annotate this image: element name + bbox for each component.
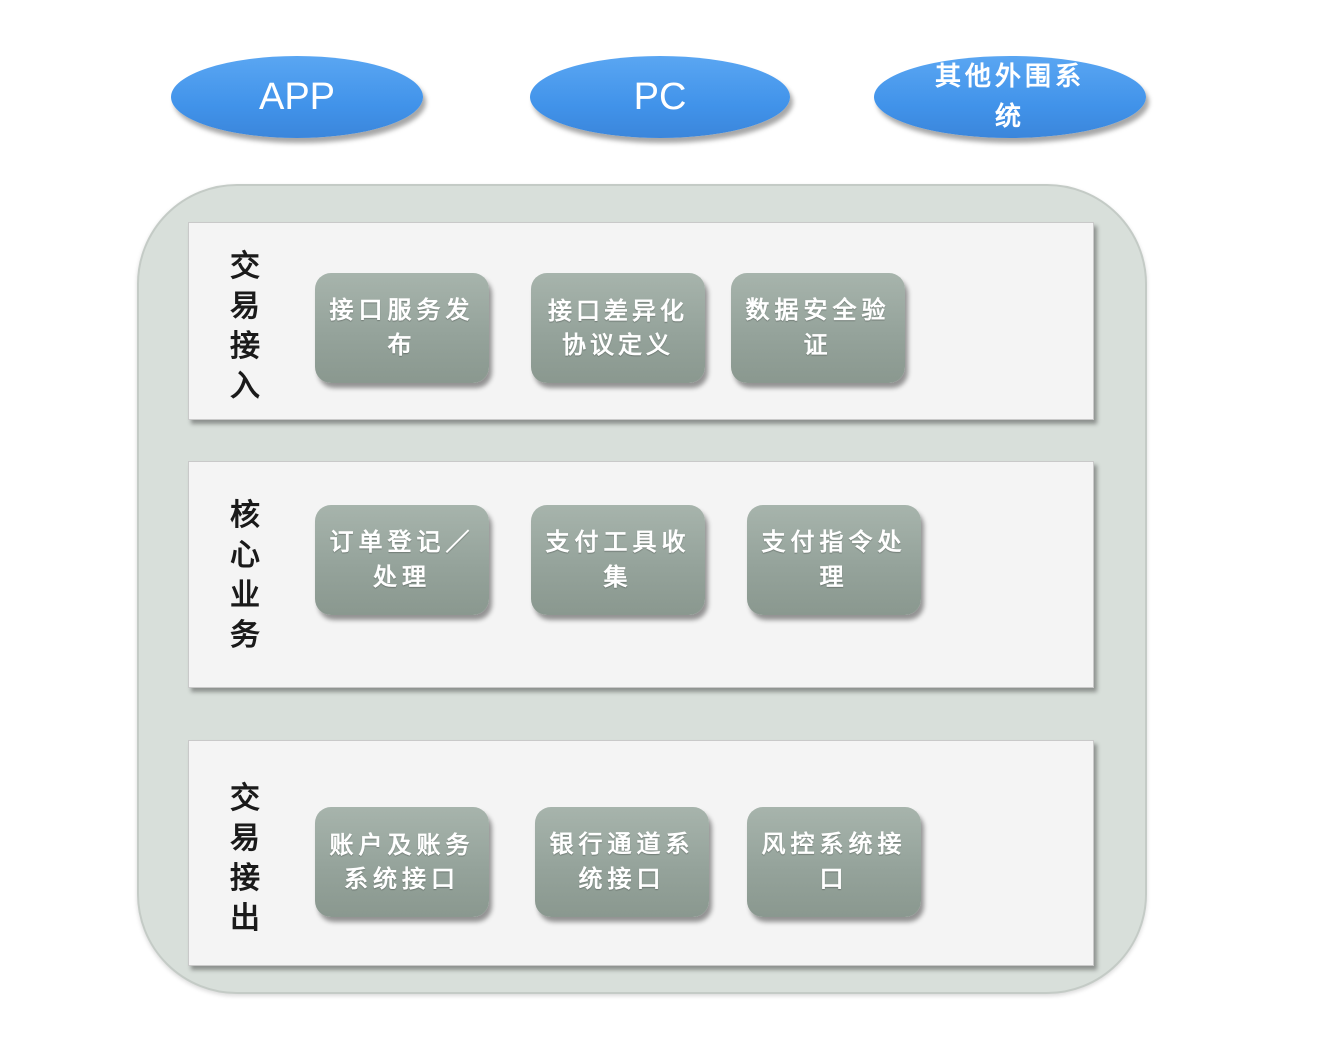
client-other-systems-label: 其他外围系统 <box>935 62 1086 132</box>
client-other-systems: 其他外围系统 <box>874 56 1146 138</box>
layer-transaction-outbound: 交易接出 账户及账务系统接口 银行通道系统接口 风控系统接口 <box>188 740 1094 966</box>
client-pc: PC <box>530 56 790 138</box>
client-pc-label: PC <box>633 75 687 118</box>
module-order-registration: 订单登记／处理 <box>315 505 489 615</box>
module-payment-tool-collection: 支付工具收集 <box>531 505 705 615</box>
layer-transaction-outbound-label: 交易接出 <box>230 781 260 936</box>
module-label: 订单登记／处理 <box>329 528 475 591</box>
module-label: 接口差异化协议定义 <box>548 297 688 359</box>
layer-core-business: 核心业务 订单登记／处理 支付工具收集 支付指令处理 <box>188 461 1094 688</box>
layer-transaction-access-label: 交易接入 <box>230 249 260 404</box>
module-interface-protocol-definition: 接口差异化协议定义 <box>531 273 705 383</box>
module-label: 银行通道系统接口 <box>549 830 695 893</box>
layer-transaction-access: 交易接入 接口服务发布 接口差异化协议定义 数据安全验证 <box>188 222 1094 420</box>
module-label: 账户及账务系统接口 <box>329 831 475 893</box>
module-account-system-interface: 账户及账务系统接口 <box>315 807 489 917</box>
module-bank-channel-interface: 银行通道系统接口 <box>535 807 709 917</box>
module-payment-instruction-processing: 支付指令处理 <box>747 505 921 615</box>
layer-core-business-label: 核心业务 <box>230 498 260 653</box>
module-interface-service-publish: 接口服务发布 <box>315 273 489 383</box>
module-risk-control-interface: 风控系统接口 <box>747 807 921 917</box>
module-label: 接口服务发布 <box>329 296 475 359</box>
module-label: 风控系统接口 <box>761 830 907 893</box>
module-label: 支付工具收集 <box>545 528 691 591</box>
module-label: 支付指令处理 <box>761 528 907 591</box>
module-data-security-verification: 数据安全验证 <box>731 273 905 383</box>
module-label: 数据安全验证 <box>745 296 891 359</box>
client-app-label: APP <box>258 75 336 118</box>
client-app: APP <box>171 56 423 138</box>
